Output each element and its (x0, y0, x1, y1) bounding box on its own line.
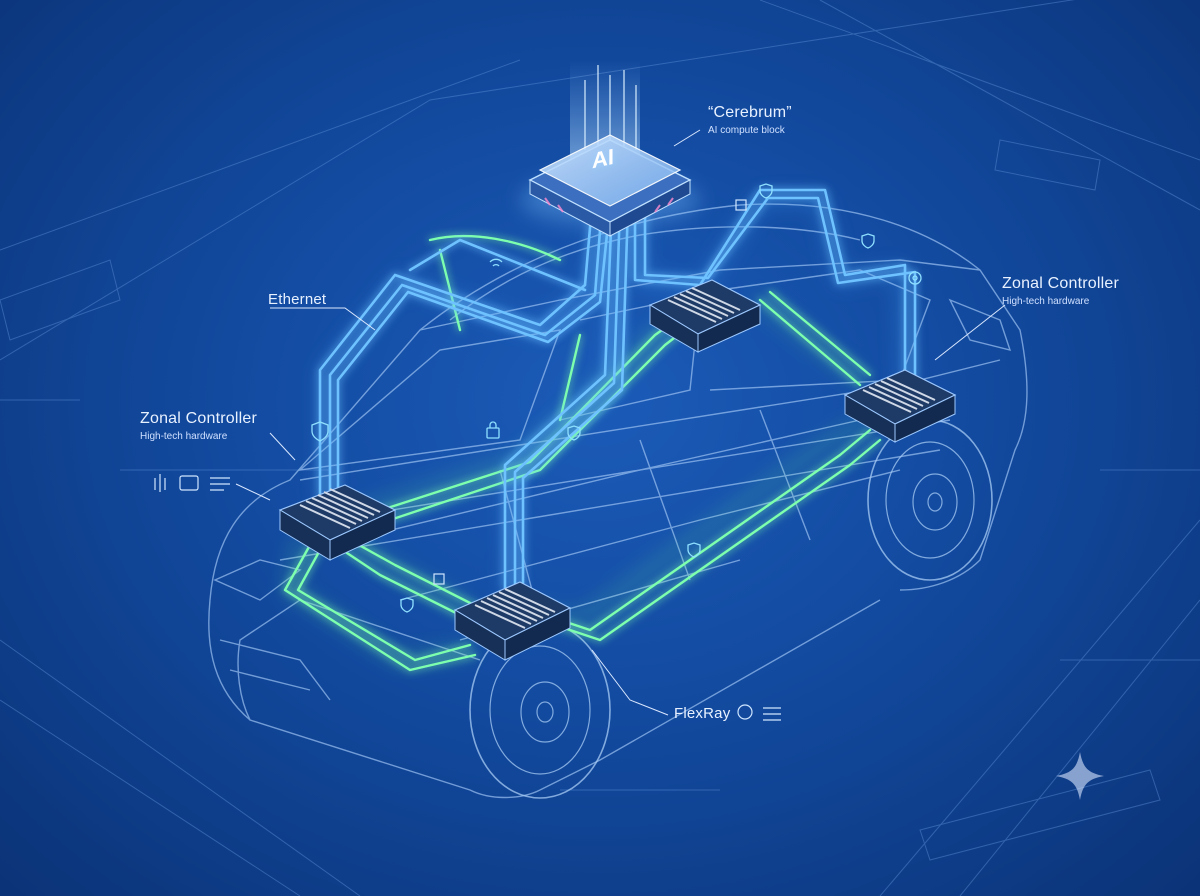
controller-rear-right (843, 369, 957, 443)
ethernet-title: Ethernet (268, 291, 327, 308)
ethernet-label: Ethernet (268, 291, 326, 308)
cerebrum-subtitle: AI compute block (708, 125, 785, 136)
flexray-title: FlexRay (674, 705, 731, 722)
rear-wheel (867, 419, 993, 581)
ai-compute-chip (520, 134, 700, 237)
controller-front (453, 581, 572, 661)
sparkle-icon (1056, 752, 1104, 800)
controller-left (278, 484, 397, 561)
cerebrum-title: “Cerebrum” (708, 104, 792, 121)
zonal-controller-right-label: Zonal Controller High-tech hardware (1002, 275, 1119, 307)
leader-lines (235, 129, 1006, 716)
flexray-label: FlexRay (674, 705, 730, 722)
sliders-icon (763, 707, 781, 721)
shield-icon (400, 183, 875, 613)
shield-lock-icon (311, 421, 329, 442)
zonal-left-title: Zonal Controller (140, 410, 258, 427)
wifi-icon (489, 258, 503, 267)
zonal-controller-left-label: Zonal Controller High-tech hardware (140, 410, 257, 442)
controller-rear-left (648, 279, 762, 353)
lock-icon (486, 421, 500, 439)
zonal-left-subtitle: High-tech hardware (140, 431, 228, 442)
cerebrum-label: “Cerebrum” AI compute block (708, 104, 792, 136)
zonal-right-title: Zonal Controller (1002, 275, 1120, 292)
zonal-right-subtitle: High-tech hardware (1002, 296, 1090, 307)
chip-icon (154, 199, 747, 585)
ai-chip-text: AI (592, 143, 614, 174)
gear-icon (908, 271, 922, 285)
ethernet-network (318, 188, 917, 595)
handshake-icon (737, 704, 753, 720)
